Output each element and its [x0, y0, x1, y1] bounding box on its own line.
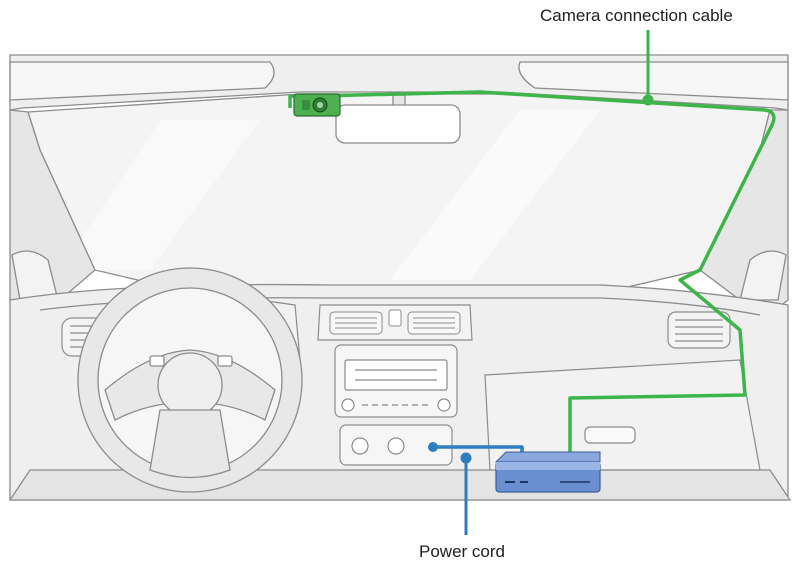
steering-wheel: [77, 267, 303, 493]
right-sun-visor: [518, 61, 789, 101]
camera-cable-label: Camera connection cable: [540, 6, 733, 25]
right-air-vent: [667, 311, 731, 349]
power-socket-plug: [428, 442, 438, 452]
center-console: [317, 304, 473, 466]
left-sun-visor: [9, 61, 275, 101]
front-camera-icon: [293, 93, 341, 117]
rear-view-mirror: [335, 94, 461, 144]
dashcam-main-unit-icon: [494, 451, 601, 493]
right-dash: [484, 311, 761, 471]
power-cord-label: Power cord: [419, 542, 505, 561]
